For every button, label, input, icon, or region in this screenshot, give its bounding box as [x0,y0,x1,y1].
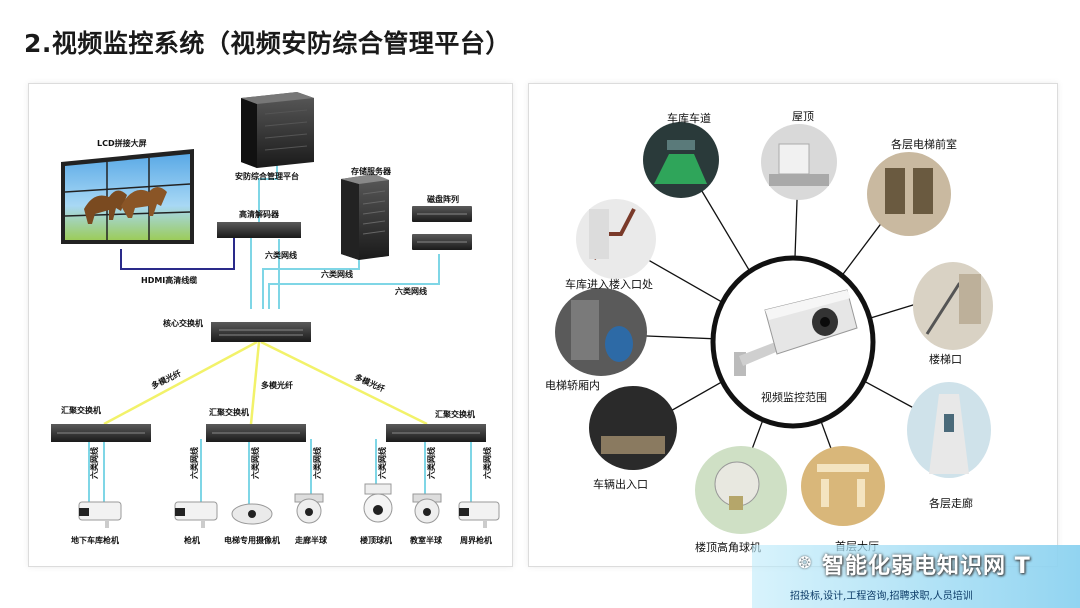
camera-label-4: 走廊半球 [294,535,328,545]
camera-ptz-roof [363,483,393,523]
watermark-band: ❂ 智能化弱电知识网 T 招投标,设计,工程咨询,招聘求职,人员培训 [752,545,1080,608]
photo-vehicle-entrance [589,386,677,470]
cctv-camera-icon [734,289,858,376]
camera-label-5: 楼顶球机 [360,535,392,545]
camera-bullet-2 [174,501,218,528]
photo-corridor [907,382,991,478]
disk-array [412,206,472,250]
camera-label-7: 周界枪机 [460,535,492,545]
location-label-roof-dome: 楼顶高角球机 [695,540,761,554]
location-label-elevator-car: 电梯轿厢内 [545,378,600,392]
platform-server [241,92,314,168]
camera-dome-classroom [412,493,442,524]
photo-roof [761,124,837,200]
drop-cable-label-7: 六类网线 [482,447,492,479]
platform-label: 安防综合管理平台 [235,171,299,181]
fiber-label-left: 多模光纤 [149,368,182,391]
decoder-label: 高清解码器 [239,209,280,219]
camera-dome-corridor [294,493,324,524]
photo-garage-lane [643,122,719,198]
storage-label: 存储服务器 [350,166,392,176]
lcd-wall [61,149,194,244]
photo-roof-dome [695,446,787,534]
wechat-icon: ❂ [798,553,812,572]
location-label-garage-lane: 车库车道 [667,111,711,125]
core-switch [211,322,311,342]
location-label-stairwell: 楼梯口 [929,352,962,366]
watermark-brand: 智能化弱电知识网 T [822,548,1031,580]
camera-bullet-perimeter [458,501,500,528]
agg-switch-3-label: 汇聚交换机 [435,409,475,419]
watermark-brand-text: 智能化弱电知识网 [822,554,1007,579]
coverage-panel: 视频监控范围 [528,83,1058,567]
watermark-subtitle: 招投标,设计,工程咨询,招聘求职,人员培训 [790,591,973,602]
drop-cable-label-3: 六类网线 [250,447,260,479]
drop-cable-label-1: 六类网线 [89,447,99,479]
location-label-corridor: 各层走廊 [929,496,973,510]
agg-switch-1-label: 汇聚交换机 [61,405,101,415]
location-label-elevator-lobby: 各层电梯前室 [891,137,957,151]
drop-cable-label-4: 六类网线 [312,447,322,479]
camera-label-2: 枪机 [184,535,200,545]
hdmi-label: HDMI高清线缆 [141,275,197,285]
photo-elevator-lobby [867,152,951,236]
location-label-roof: 屋顶 [792,110,814,123]
topology-diagram: LCD拼接大屏 安防综合管理平台 存储服务器 [51,92,500,545]
agg-switch-2-label: 汇聚交换机 [209,407,249,417]
drop-cable-label-5: 六类网线 [377,447,387,479]
topology-panel: LCD拼接大屏 安防综合管理平台 存储服务器 [28,83,513,567]
cat6-label-1: 六类网线 [265,250,297,260]
camera-bullet-1 [78,501,122,528]
photo-lobby [801,446,885,526]
cable-platform-core [250,164,278,309]
page-title: 2.视频监控系统（视频安防综合管理平台） [24,29,511,58]
fiber-label-mid: 多模光纤 [261,380,293,390]
coverage-diagram: 视频监控范围 [545,110,993,554]
hdmi-cable-line [120,230,235,270]
location-label-garage-entrance: 车库进入楼入口处 [565,277,653,291]
lcd-wall-label: LCD拼接大屏 [97,138,147,148]
watermark-suffix: T [1014,554,1031,579]
core-switch-label: 核心交换机 [163,318,203,328]
drop-cable-label-2: 六类网线 [189,447,199,479]
fiber-links [103,340,428,426]
hd-decoder [217,222,301,238]
storage-server [341,174,389,260]
cat6-label-2: 六类网线 [321,269,353,279]
drop-cable-label-6: 六类网线 [426,447,436,479]
photo-elevator-car [555,288,647,376]
camera-elevator [231,503,273,525]
photo-garage-entrance [576,199,656,279]
camera-label-3: 电梯专用摄像机 [224,535,280,545]
cat6-label-3: 六类网线 [395,286,427,296]
photo-stairwell [913,262,993,350]
coverage-center-label: 视频监控范围 [761,390,827,404]
location-label-vehicle-entrance: 车辆出入口 [593,477,648,491]
camera-label-1: 地下车库枪机 [71,535,119,545]
camera-label-6: 教室半球 [409,535,443,545]
cable-disk-core [268,254,440,309]
disk-array-label: 磁盘阵列 [427,194,459,204]
